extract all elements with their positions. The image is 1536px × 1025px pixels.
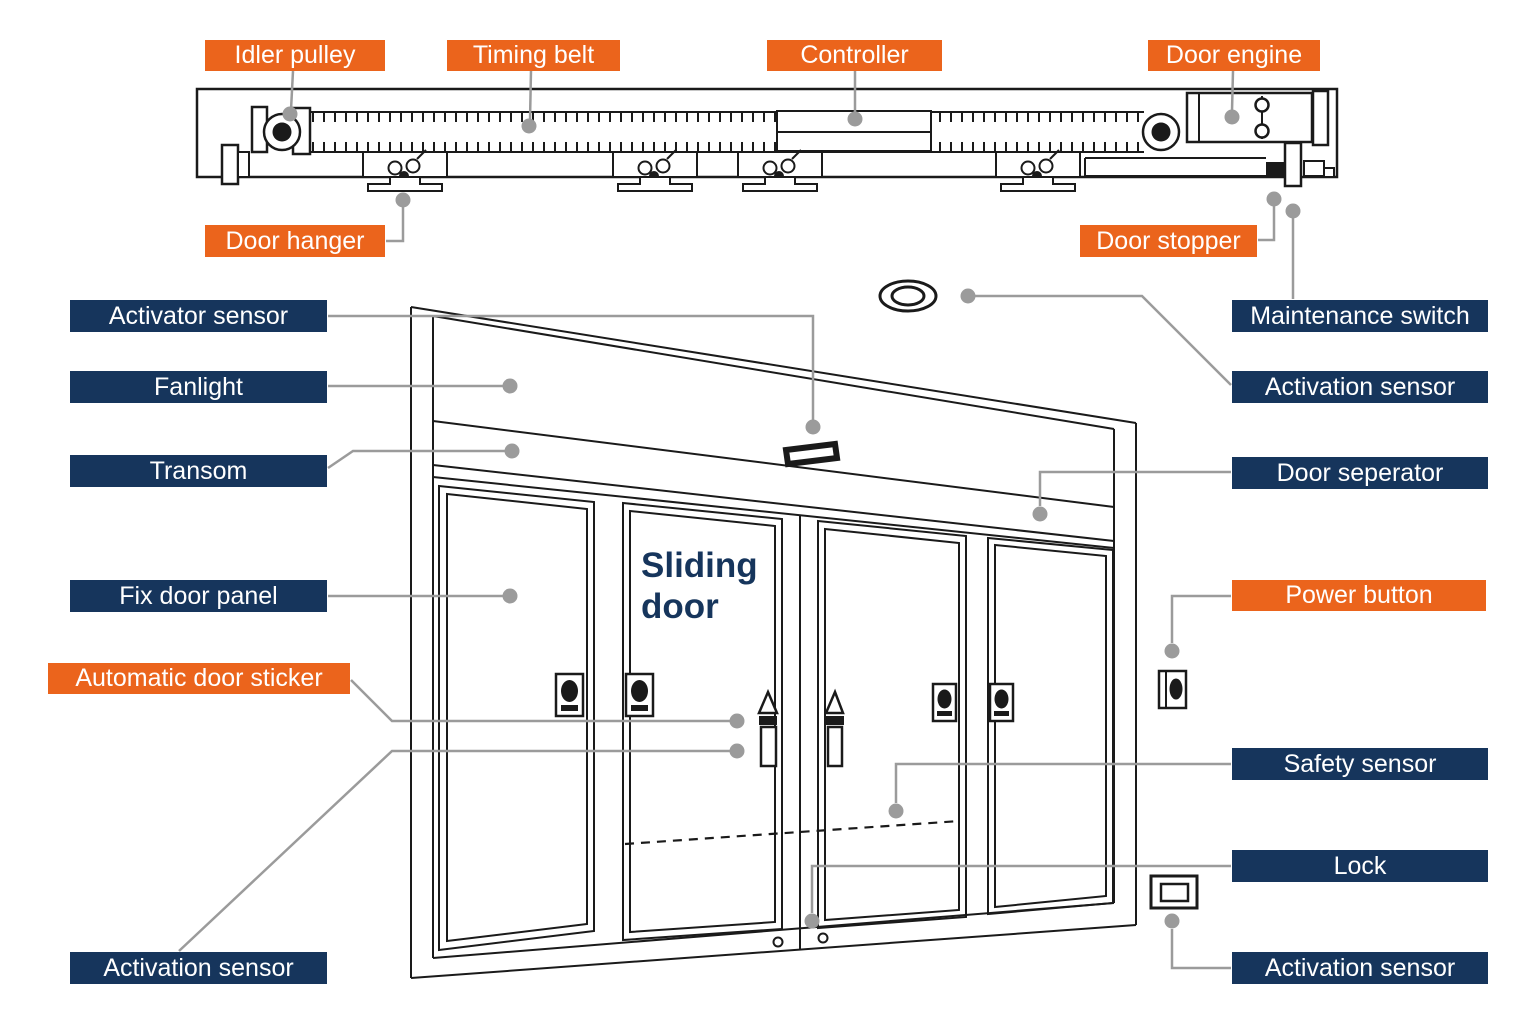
track-left-bracket <box>220 143 240 186</box>
stopper-rail <box>1084 157 1266 177</box>
label-door-hanger: Door hanger <box>205 225 385 257</box>
door-edge-sensor-icon <box>824 688 845 768</box>
door-assembly <box>410 279 1199 979</box>
door-hanger-icon <box>995 149 1081 192</box>
label-fanlight: Fanlight <box>70 371 327 403</box>
label-safety-sensor: Safety sensor <box>1232 748 1488 780</box>
outer-frame <box>410 306 1137 979</box>
label-activation-sensor-bottom-left: Activation sensor <box>70 952 327 984</box>
label-door-engine: Door engine <box>1148 40 1320 71</box>
label-activator-sensor: Activator sensor <box>70 300 327 332</box>
label-automatic-door-sticker: Automatic door sticker <box>48 663 350 694</box>
label-idler-pulley: Idler pulley <box>205 40 385 71</box>
idler-pulley-icon <box>250 105 312 156</box>
door-stopper-icon <box>1266 141 1335 188</box>
label-activation-sensor-bottom-right: Activation sensor <box>1232 952 1488 984</box>
automatic-door-sticker-icon <box>988 682 1015 723</box>
label-activation-sensor-right: Activation sensor <box>1232 371 1488 403</box>
label-lock: Lock <box>1232 850 1488 882</box>
activator-sensor-icon <box>782 440 841 468</box>
ceiling-activation-sensor-icon <box>878 279 938 313</box>
label-transom: Transom <box>70 455 327 487</box>
label-maintenance-switch: Maintenance switch <box>1232 300 1488 332</box>
power-button-icon[interactable] <box>1157 669 1188 710</box>
label-door-stopper: Door stopper <box>1080 225 1257 257</box>
sliding-door-panel-1 <box>622 501 783 942</box>
door-hanger-icon <box>612 149 698 192</box>
sliding-door-panel-2 <box>817 519 967 930</box>
label-controller: Controller <box>767 40 942 71</box>
transom-band <box>432 420 1115 549</box>
lock-cylinder-icon <box>772 936 784 948</box>
fix-door-panel-right <box>987 536 1114 916</box>
fix-door-panel-left <box>438 484 595 952</box>
label-door-seperator: Door seperator <box>1232 457 1488 489</box>
track-left-step <box>237 151 250 178</box>
label-fix-door-panel: Fix door panel <box>70 580 327 612</box>
automatic-door-sticker-icon <box>931 682 958 723</box>
sliding-door-text: Sliding door <box>641 546 758 627</box>
key-switch-icon[interactable] <box>1149 874 1199 910</box>
automatic-door-sticker-icon <box>554 672 585 718</box>
track-assembly <box>195 87 1339 192</box>
lock-cylinder-icon <box>817 932 829 944</box>
door-hanger-icon <box>737 149 823 192</box>
door-hanger-icon <box>362 149 448 192</box>
safety-sensor-beam <box>624 819 961 846</box>
leader-lines <box>178 70 1301 970</box>
automatic-door-sticker-icon <box>624 672 655 718</box>
label-power-button: Power button <box>1232 580 1486 611</box>
motor-pulley-icon <box>1141 112 1181 152</box>
label-timing-belt: Timing belt <box>447 40 620 71</box>
door-edge-sensor-icon <box>757 688 779 768</box>
door-engine-icon <box>1185 89 1330 147</box>
